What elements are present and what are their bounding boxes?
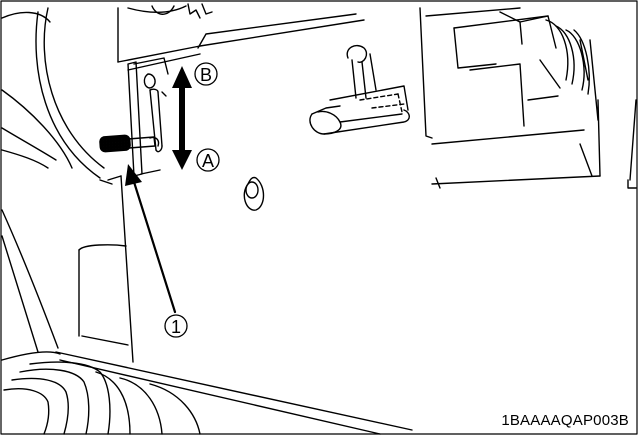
callout-b: B [195,63,217,85]
lever-knob [100,135,131,152]
callout-1-label: 1 [171,317,181,337]
figure-code: 1BAAAAQAP003B [501,412,629,429]
leader-line-part-1 [125,164,175,312]
movement-arrow [172,66,192,170]
pillar [79,176,133,362]
callout-a-label: A [202,151,214,171]
callout-1: 1 [165,315,187,337]
callout-a: A [197,149,219,171]
left-seat-structure [2,8,112,352]
floor-treads [2,352,412,434]
round-fastener [244,177,263,210]
callout-b-label: B [200,65,212,85]
right-component [420,8,636,188]
seat-adjust-lever [100,135,159,152]
latch-handle [310,46,409,134]
lever-bracket [128,58,168,176]
